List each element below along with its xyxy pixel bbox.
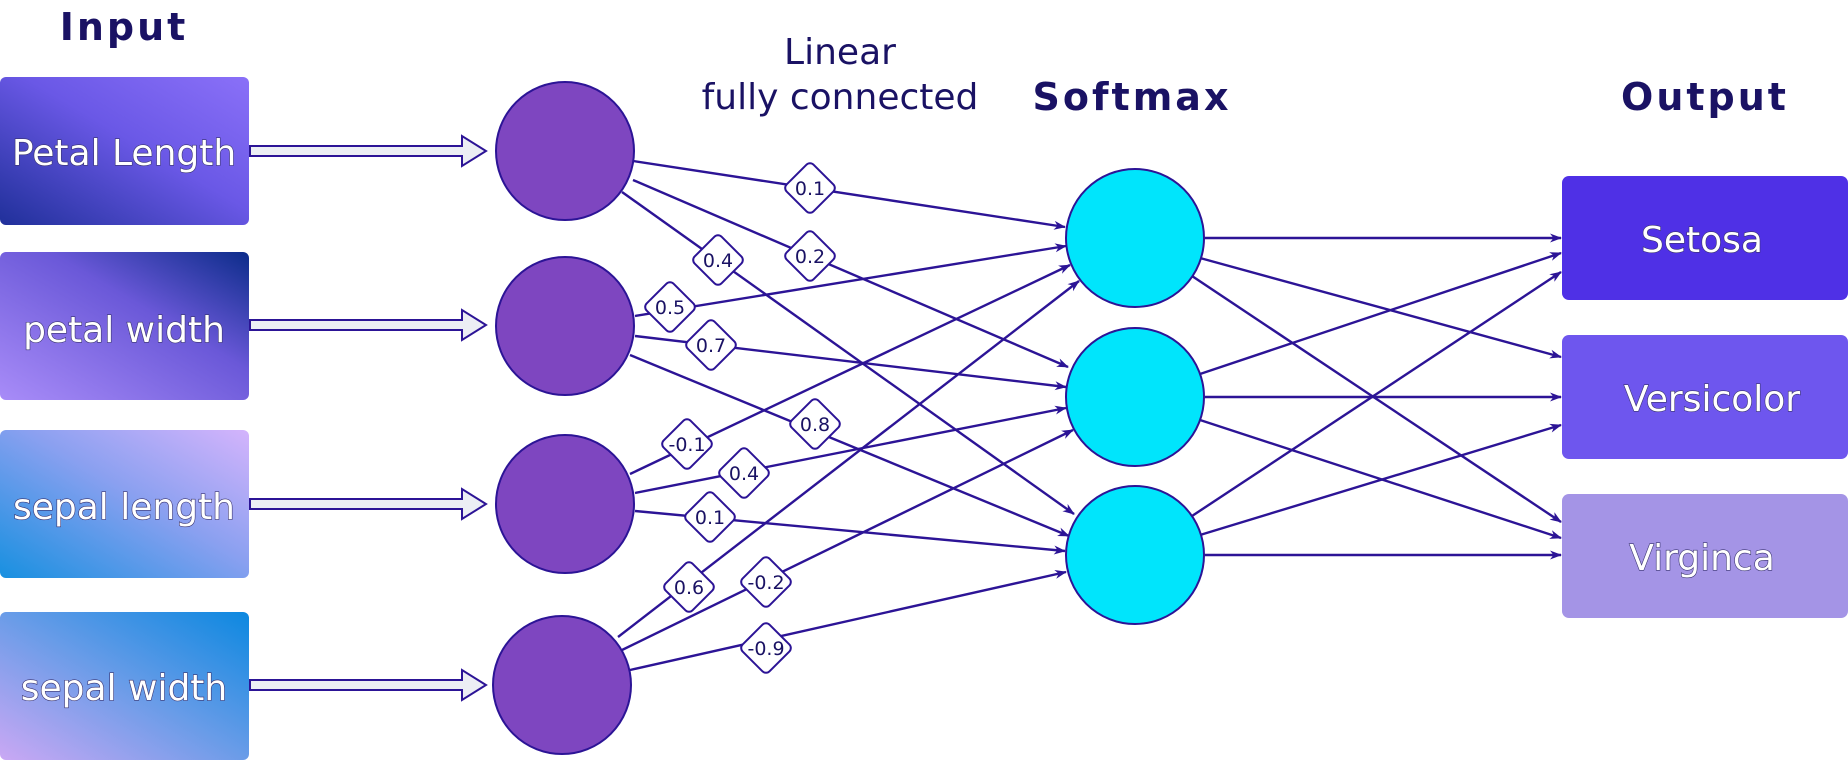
edge-h3-s2 — [634, 405, 1067, 495]
weight-badge-7: -0.1 — [661, 418, 713, 470]
input-arrow-sepal-width — [249, 668, 488, 702]
weight-badge-12: -0.9 — [740, 622, 792, 674]
output-label-virginca: Virginca — [1629, 538, 1775, 579]
input-label-sepal-length: sepal length — [13, 487, 235, 528]
weight-label-2: 0.2 — [795, 246, 825, 268]
weight-badge-6: 0.8 — [789, 398, 841, 450]
hidden-node-1 — [495, 81, 635, 221]
weight-label-4: 0.5 — [655, 297, 685, 319]
weight-label-12: -0.9 — [747, 638, 784, 660]
input-arrow-petal-length — [249, 134, 488, 168]
output-heading: Output — [1621, 75, 1789, 119]
input-box-petal-width — [0, 252, 249, 400]
input-box-sepal-length — [0, 430, 249, 578]
weight-label-7: -0.1 — [668, 434, 705, 456]
hidden-node-3 — [495, 434, 635, 574]
output-box-setosa — [1562, 176, 1848, 300]
edge-s3-o1 — [1191, 270, 1562, 518]
input-label-sepal-width: sepal width — [21, 668, 228, 709]
weight-badge-3: 0.4 — [692, 234, 744, 286]
weight-label-6: 0.8 — [800, 414, 830, 436]
weight-badge-2: 0.2 — [784, 230, 836, 282]
softmax-node-2 — [1065, 327, 1205, 467]
edge-h4-s2 — [621, 428, 1074, 652]
weight-badge-5: 0.7 — [685, 319, 737, 371]
softmax-node-3 — [1065, 485, 1205, 625]
hidden-node-2 — [495, 256, 635, 396]
linear-heading-line2: fully connected — [702, 77, 979, 118]
input-arrow-petal-width — [249, 308, 488, 342]
edge-h1-s1 — [632, 159, 1066, 230]
input-arrow-sepal-length — [249, 487, 488, 521]
input-heading: Input — [60, 5, 189, 49]
softmax-heading: Softmax — [1033, 75, 1232, 119]
weight-badge-4: 0.5 — [644, 281, 696, 333]
weight-label-10: 0.6 — [674, 577, 704, 599]
weight-label-3: 0.4 — [703, 250, 733, 272]
edge-h1-s3 — [621, 191, 1075, 515]
edge-s3-o2 — [1199, 423, 1562, 537]
linear-heading-line1: Linear — [784, 32, 896, 73]
edge-h1-s2 — [632, 178, 1069, 369]
edge-s1-o2 — [1199, 256, 1562, 359]
edge-h2-s1 — [634, 243, 1067, 318]
output-box-versicolor — [1562, 335, 1848, 459]
output-label-setosa: Setosa — [1641, 220, 1763, 261]
output-label-versicolor: Versicolor — [1624, 379, 1800, 420]
input-label-petal-length: Petal Length — [12, 133, 236, 174]
weight-label-1: 0.1 — [795, 178, 825, 200]
weight-badge-8: 0.4 — [718, 447, 770, 499]
weight-label-5: 0.7 — [696, 335, 726, 357]
input-label-petal-width: petal width — [23, 310, 225, 351]
weight-badge-11: -0.2 — [740, 556, 792, 608]
input-box-petal-length — [0, 77, 249, 225]
hidden-node-4 — [492, 615, 632, 755]
input-box-sepal-width — [0, 612, 249, 760]
weight-badge-9: 0.1 — [684, 491, 736, 543]
edge-h2-s3 — [629, 353, 1070, 538]
edge-s1-o3 — [1191, 275, 1562, 523]
weight-label-9: 0.1 — [695, 507, 725, 529]
weight-badge-1: 0.1 — [784, 162, 836, 214]
softmax-node-1 — [1065, 168, 1205, 308]
softmax-to-output-edges — [1191, 233, 1562, 560]
edge-h4-s3 — [629, 570, 1067, 672]
edge-s2-o1 — [1199, 251, 1562, 376]
weight-label-11: -0.2 — [747, 572, 784, 594]
output-box-virginca — [1562, 494, 1848, 618]
weight-label-8: 0.4 — [729, 463, 759, 485]
weight-badge-10: 0.6 — [663, 561, 715, 613]
